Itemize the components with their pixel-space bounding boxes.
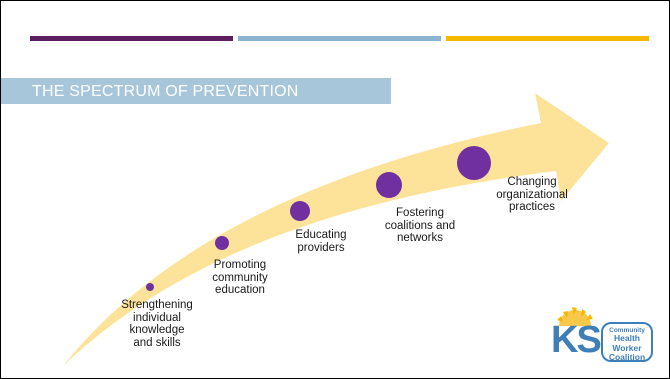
logo-line-health: Health: [614, 333, 640, 343]
step-label-1: Strengthening individual knowledge and s…: [121, 299, 193, 349]
accent-bar-purple: [30, 36, 233, 41]
step-dot-2: [215, 236, 229, 250]
ks-chw-coalition-logo: KS Community Health Worker Coalition: [547, 306, 657, 368]
step-dot-4: [376, 172, 402, 198]
slide-title: THE SPECTRUM OF PREVENTION: [32, 83, 299, 100]
accent-bar-blue: [238, 36, 441, 41]
sun-icon: [557, 307, 593, 326]
step-label-2: Promoting community education: [212, 259, 268, 296]
accent-bar-gold: [446, 36, 649, 41]
step-dot-5: [457, 146, 491, 180]
step-dot-3: [290, 201, 310, 221]
logo-line-community: Community: [609, 327, 645, 334]
logo-text-box: Community Health Worker Coalition: [601, 322, 653, 362]
logo-letters: KS: [551, 319, 602, 361]
step-dot-1: [146, 283, 154, 291]
title-band: [1, 78, 391, 104]
step-label-5: Changing organizational practices: [496, 176, 568, 213]
logo-line-worker: Worker: [612, 342, 642, 353]
logo-line-coalition: Coalition: [608, 352, 646, 362]
step-label-3: Educating providers: [295, 229, 347, 254]
step-label-4: Fostering coalitions and networks: [384, 207, 456, 244]
